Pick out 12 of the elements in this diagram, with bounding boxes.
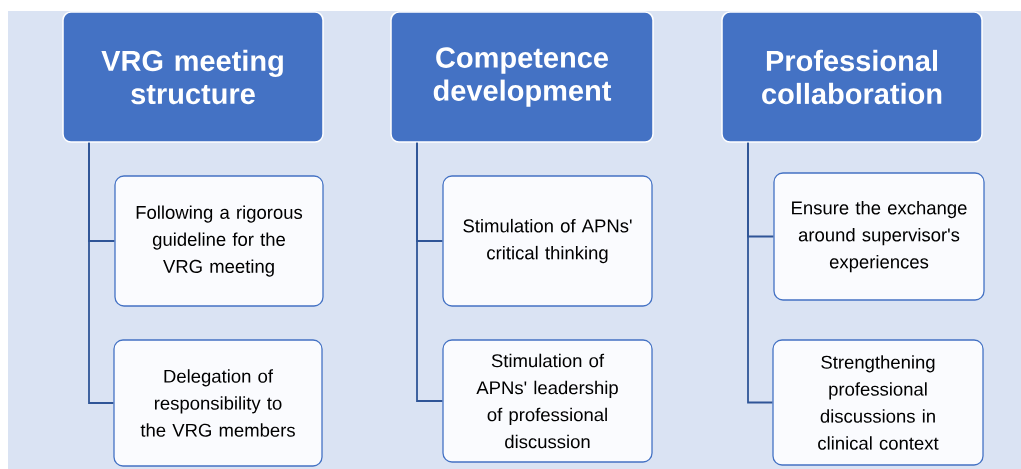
header-box: Professional collaboration — [721, 11, 983, 143]
connector-line — [747, 141, 774, 404]
topic-box: Following a rigorous guideline for the VRG meeting — [114, 175, 324, 307]
connector-line — [416, 141, 444, 402]
header-box: VRG meeting structure — [62, 11, 324, 143]
topic-box: Delegation of responsibility to the VRG members — [113, 339, 323, 467]
header-box: Competence development — [390, 11, 654, 143]
topic-box: Stimulation of APNs' leadership of professional discussion — [442, 339, 653, 463]
topic-box: Ensure the exchange around supervisor's experiences — [773, 172, 985, 301]
topic-box: Strengthening professional discussions in clinical context — [772, 339, 984, 466]
connector-line — [88, 141, 115, 404]
topic-box: Stimulation of APNs' critical thinking — [442, 175, 653, 307]
